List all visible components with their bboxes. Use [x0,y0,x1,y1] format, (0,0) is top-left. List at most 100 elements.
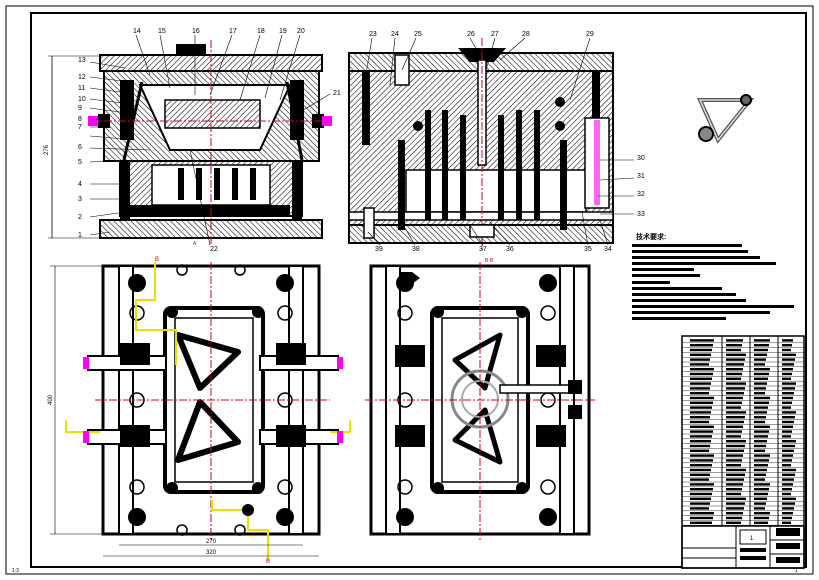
bom-cell-text [754,488,769,491]
bom-cell-text [690,401,713,404]
outer-border [5,5,814,575]
bom-cell-text [726,348,741,352]
dim-height-left: 276 [44,55,100,239]
dim-276-text: 276 [44,144,50,155]
bom-cell-text [690,473,710,476]
section-mark-b-top: B [155,257,159,263]
bom-cell-text [726,449,744,452]
bom-cell-text [782,411,796,414]
bom-cell-text [754,478,765,481]
bom-cell-text [726,425,743,428]
label-22: 22 [210,246,218,253]
bom-cell-text [754,430,769,433]
right-part-labels: 23 24 25 26 27 28 29 30 31 32 33 39 38 3… [369,31,645,264]
bom-cell-text [782,492,791,496]
bom-cell-text [690,454,714,457]
corner-mark-left: 1:3 [12,568,19,574]
bom-cell-text [726,358,745,361]
bom-cell-text [690,363,709,366]
bom-cell-text [782,387,795,390]
bom-cell-text [690,516,713,520]
bom-cell-text [754,377,768,380]
tech-title: 技术要求: [636,232,666,241]
bom-cell-text [726,459,742,462]
dim-400-text: 400 [48,394,54,405]
bom-cell-text [754,454,770,457]
dim-320-text: 320 [206,550,217,556]
label-28: 28 [522,31,530,38]
bom-cell-text [726,420,744,424]
label-30: 30 [637,155,645,162]
label-13: 13 [78,57,86,64]
label-23: 23 [369,31,377,38]
bom-cell-text [782,459,792,462]
label-10: 10 [78,96,86,103]
label-33: 33 [637,211,645,218]
bom-cell-text [690,468,711,472]
bom-cell-text [782,401,792,404]
bom-cell-text [754,492,768,496]
section-mark-a: A [193,241,197,247]
bom-cell-text [690,435,712,438]
bom-cell-text [726,382,746,385]
bom-cell-text [690,459,713,462]
label-21: 21 [333,90,341,97]
bom-cell-text [782,368,793,371]
bom-cell-text [726,401,742,404]
left-part-labels: 13 12 11 10 9 8 7 6 5 4 3 2 1 14 15 16 1… [78,28,341,253]
bom-cell-text [782,449,794,452]
bom-cell-text [754,406,768,409]
bom-cell-text [754,401,769,404]
bom-cell-text [782,468,796,472]
bom-cell-text [754,507,765,510]
label-29: 29 [586,31,594,38]
bom-cell-text [754,353,767,356]
bom-cell-text [726,339,743,342]
bom-cell-text [726,464,741,467]
label-6: 6 [78,144,82,151]
left-section-view [88,40,332,245]
corner-mark-right: 1 [795,568,798,574]
bom-cell-text [754,363,765,366]
bom-cell-text [726,396,743,400]
bom-cell-text [782,521,791,524]
bom-cell-text [726,353,746,356]
bom-cell-text [690,396,714,400]
bom-cell-text [782,478,794,481]
bom-cell-text [726,521,741,524]
bom-cell-text [754,468,767,472]
label-26: 26 [467,31,475,38]
bom-cell-text [782,454,793,457]
label-18: 18 [257,28,265,35]
bom-cell-text [782,396,793,400]
label-37: 37 [479,246,487,253]
title-block-small-label: 1 [750,536,754,542]
bom-cell-text [690,497,711,500]
part-iso-icon [696,94,755,144]
bom-cell-text [690,406,712,409]
bom-cell-text [726,406,741,409]
bom-cell-text [754,464,768,467]
bom-cell-text [726,497,746,500]
title-block: 1 [681,335,805,569]
bom-cell-text [726,478,744,481]
bom-cell-text [690,416,710,419]
label-24: 24 [391,31,399,38]
bom-cell-text [726,483,743,486]
bom-cell-text [782,425,793,428]
bom-cell-text [754,512,770,515]
bom-cell-text [726,468,746,472]
right-leaders [364,37,635,246]
bom-cell-text [726,411,746,414]
inner-border [30,12,807,568]
bom-cell-text [690,387,710,390]
label-15: 15 [158,28,166,35]
label-17: 17 [229,28,237,35]
right-plan-view [365,262,595,540]
section-mark-mid: B-B [485,258,494,264]
bom-cell-text [782,440,796,443]
bom-cell-text [726,502,745,505]
bom-cell-text [690,358,710,361]
label-20: 20 [297,28,305,35]
